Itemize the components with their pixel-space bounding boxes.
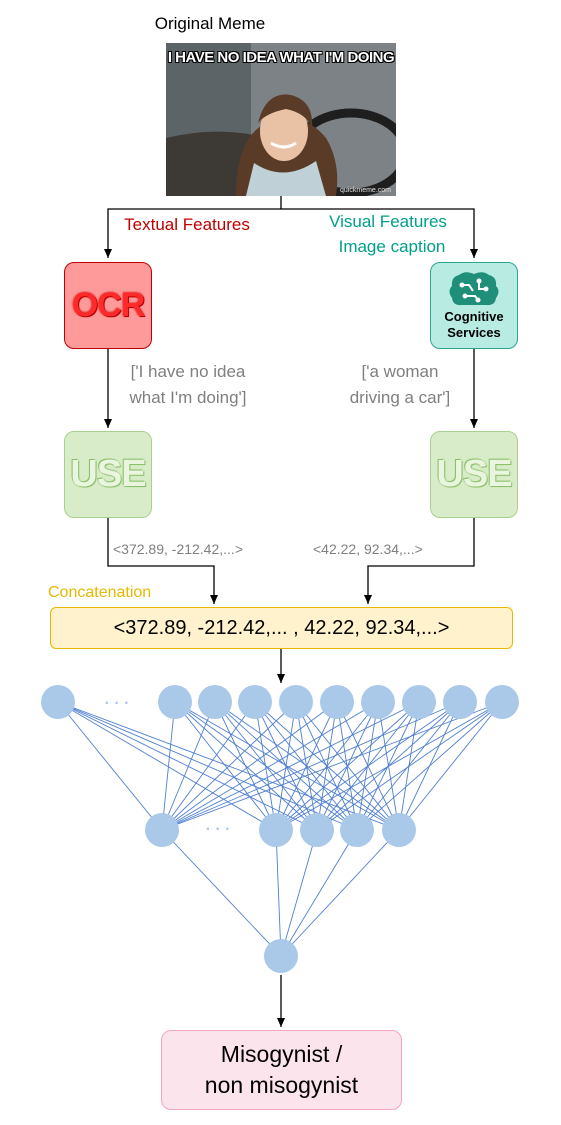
right-use-box: USE <box>430 431 518 518</box>
input-layer-node <box>279 685 313 719</box>
hidden-layer-node <box>145 813 179 847</box>
network-edge-input-hidden <box>161 701 176 831</box>
network-edge-input-hidden <box>161 701 503 831</box>
network-edge-input-hidden <box>214 701 277 831</box>
ocr-label: OCR <box>71 286 146 324</box>
output-line2: non misogynist <box>204 1072 359 1098</box>
input-layer-ellipsis: · · · <box>105 695 130 712</box>
network-edge-input-hidden <box>316 701 503 831</box>
network-edges <box>57 701 503 957</box>
input-layer-node <box>485 685 519 719</box>
left-use-label: USE <box>70 453 146 495</box>
cognitive-label-line1: Cognitive <box>444 309 504 324</box>
hidden-layer-ellipsis: · · · <box>206 821 231 838</box>
hidden-layer-node <box>382 813 416 847</box>
network-edge-input-hidden <box>57 701 277 831</box>
network-edge-hidden-output <box>280 829 400 957</box>
network-edge-input-hidden <box>161 701 338 831</box>
meme-caption: I HAVE NO IDEA WHAT I'M DOING <box>167 49 395 66</box>
network-edge-input-hidden <box>161 701 461 831</box>
meme-watermark: quickmeme.com <box>340 187 391 194</box>
network-edge-hidden-output <box>280 829 358 957</box>
network-edge-input-hidden <box>356 701 503 831</box>
right-vector-text: <42.22, 92.34,...> <box>313 541 423 557</box>
left-use-to-concat-arrow <box>107 518 218 604</box>
output-box: Misogynist / non misogynist <box>161 1030 402 1110</box>
right-use-to-concat-arrow <box>364 518 475 604</box>
network-edge-input-hidden <box>174 701 400 831</box>
input-layer-node <box>443 685 477 719</box>
network-edge-input-hidden <box>57 701 163 831</box>
network-edge-input-hidden <box>57 701 318 831</box>
network-edge-input-hidden <box>275 701 338 831</box>
hidden-layer-node <box>300 813 334 847</box>
input-layer-node <box>320 685 354 719</box>
caption-output-line2: driving a car'] <box>349 388 451 407</box>
network-edge-input-hidden <box>161 701 216 831</box>
network-edge-input-hidden <box>161 701 297 831</box>
brain-circuit-icon <box>449 272 499 306</box>
network-edge-input-hidden <box>174 701 318 831</box>
concatenated-vector-text: <372.89, -212.42,... , 42.22, 92.34,...> <box>113 616 450 639</box>
network-edge-input-hidden <box>275 701 503 831</box>
ocr-box: OCR <box>64 262 152 349</box>
caption-output-line1: ['a woman <box>361 362 439 381</box>
ocr-output-line1: ['I have no idea <box>130 362 246 381</box>
network-edge-input-hidden <box>275 701 379 831</box>
concatenation-box: <372.89, -212.42,... , 42.22, 92.34,...> <box>50 607 513 649</box>
network-nodes <box>41 685 519 973</box>
original-meme-image: I HAVE NO IDEA WHAT I'M DOING quickmeme.… <box>166 43 396 196</box>
output-line1: Misogynist / <box>220 1041 343 1067</box>
network-edge-input-hidden <box>254 701 358 831</box>
left-use-box: USE <box>64 431 152 518</box>
textual-features-label: Textual Features <box>124 215 250 234</box>
network-edge-input-hidden <box>174 701 277 831</box>
network-edge-input-hidden <box>275 701 461 831</box>
meme-to-ocr-arrow <box>104 196 282 258</box>
network-edge-input-hidden <box>161 701 420 831</box>
right-use-label: USE <box>436 453 512 495</box>
image-caption-label: Image caption <box>338 237 446 256</box>
hidden-layer-node <box>259 813 293 847</box>
left-vector-text: <372.89, -212.42,...> <box>113 541 243 557</box>
network-edge-input-hidden <box>275 701 297 831</box>
input-layer-node <box>361 685 395 719</box>
network-edge-input-hidden <box>275 701 420 831</box>
cognitive-label-line2: Services <box>447 325 501 340</box>
ocr-output-line2: what I'm doing'] <box>129 388 247 407</box>
network-edge-hidden-output <box>275 829 282 957</box>
network-edge-input-hidden <box>161 701 256 831</box>
output-layer-node <box>264 939 298 973</box>
network-edge-input-hidden <box>398 701 503 831</box>
meme-photo <box>166 43 396 196</box>
input-layer-node <box>402 685 436 719</box>
visual-features-label: Visual Features <box>329 212 447 231</box>
input-layer-node <box>198 685 232 719</box>
network-edge-hidden-output <box>161 829 282 957</box>
network-edge-hidden-output <box>280 829 318 957</box>
input-layer-node <box>158 685 192 719</box>
network-edge-input-hidden <box>214 701 318 831</box>
network-edge-input-hidden <box>254 701 277 831</box>
cognitive-services-box: Cognitive Services <box>430 262 518 349</box>
network-edge-input-hidden <box>214 701 400 831</box>
network-edge-input-hidden <box>356 701 461 831</box>
network-edge-input-hidden <box>161 701 379 831</box>
concatenation-label: Concatenation <box>48 584 152 601</box>
meme-to-cognitive-arrow <box>281 208 478 258</box>
input-layer-node <box>41 685 75 719</box>
input-layer-node <box>238 685 272 719</box>
hidden-layer-node <box>340 813 374 847</box>
page-title: Original Meme <box>154 14 266 33</box>
